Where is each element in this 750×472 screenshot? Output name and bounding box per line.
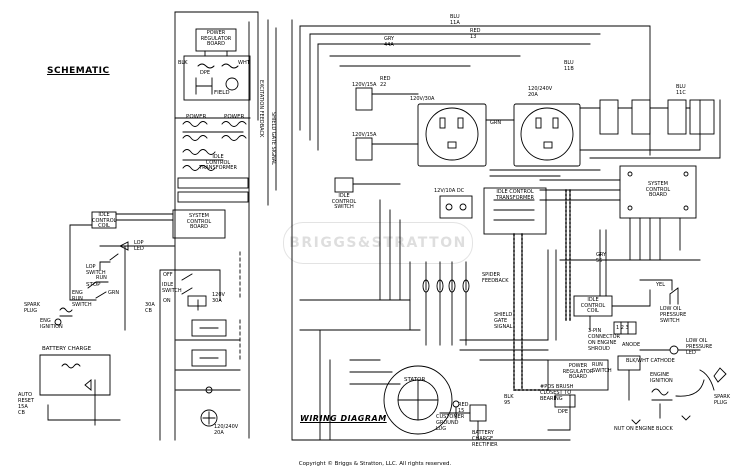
wiring-idle-control-transformer <box>483 187 547 235</box>
watermark: BRIGGS&STRATTON <box>283 222 473 264</box>
schematic-label-blk: BLK <box>178 60 188 66</box>
wiring-label-spark-plug: SPARK PLUG <box>714 394 731 406</box>
schematic-label-excitation-feedback: EXCITATION FEEDBACK <box>258 80 264 138</box>
schematic-label-shield-gate-signal: SHIELD GATE SIGNAL <box>270 112 276 165</box>
wiring-label-gry-55: GRY 55 <box>596 252 607 264</box>
schematic-label-system-control-board: SYSTEM CONTROL BOARD <box>186 213 212 230</box>
wiring-low-oil-led <box>669 345 679 355</box>
schematic-label-power-2: POWER <box>224 114 245 120</box>
schematic-label-grn: GRN <box>108 290 120 296</box>
schematic-label-120-240v-20a: 120/240V 20A <box>214 424 239 436</box>
schematic-label-auto-reset-cb: AUTO RESET 15A CB <box>18 392 35 416</box>
wiring-label-grn: GRN <box>490 120 502 126</box>
wiring-label-spider-feedback: SPIDER FEEDBACK <box>482 272 509 284</box>
schematic-label-idle-control-coil: IDLE CONTROL COIL <box>92 212 117 229</box>
wiring-label-run-switch: RUN SWITCH <box>592 362 612 374</box>
wiring-label-red-13: RED 13 <box>470 28 481 40</box>
schematic-label-eng-run-switch: ENG RUN SWITCH <box>72 290 92 308</box>
wiring-idle-control-switch <box>334 177 354 193</box>
wiring-label-battery-charge-rectifier: BATTERY CHARGE RECTIFIER <box>472 430 498 448</box>
schematic-20a-outlet <box>200 409 218 427</box>
schematic-label-30a-cb: 30A CB <box>145 302 155 314</box>
schematic-title: SCHEMATIC <box>47 66 110 76</box>
schematic-label-idle-switch: IDLE SWITCH <box>162 282 182 294</box>
wiring-label-red-22: RED 22 <box>380 76 391 88</box>
wiring-label-idle-control-coil: IDLE CONTROL COIL <box>580 297 606 314</box>
wiring-label-shield-gate-signal: SHIELD GATE SIGNAL <box>494 312 513 330</box>
schematic-power-regulator-board <box>195 28 237 52</box>
schematic-field-coil <box>225 77 239 91</box>
wiring-stator <box>383 365 453 435</box>
wiring-label-gry-44a: GRY 44A <box>384 36 395 48</box>
wiring-label-3-pin-connector: 3-PIN CONNECTOR ON ENGINE SHROUD <box>588 328 621 352</box>
schematic-label-lop-led: LOP LED <box>134 240 144 252</box>
wiring-label-engine-ignition: ENGINE IGNITION <box>650 372 673 384</box>
schematic-label-spark-plug: SPARK PLUG <box>24 302 41 314</box>
wiring-label-system-control-board: SYSTEM CONTROL BOARD <box>645 181 671 198</box>
schematic-label-idle-control-transformer: IDLE CONTROL TRANSFORMER <box>199 154 237 171</box>
wiring-label-blk-wht-cathode: BLK/WHT CATHODE <box>626 358 675 364</box>
wiring-label-nut-on-engine-block: NUT ON ENGINE BLOCK <box>614 426 673 432</box>
wiring-label-dpe: DPE <box>558 409 569 415</box>
copyright-text: Copyright © Briggs & Stratton, LLC. All … <box>298 461 452 467</box>
schematic-label-dpe: DPE <box>200 70 211 76</box>
schematic-label-field: FIELD <box>214 90 230 96</box>
wiring-120-240v-20a-outlet <box>513 103 581 167</box>
wiring-label-idle-control-transformer: IDLE CONTROL TRANSFORMER <box>496 189 534 201</box>
schematic-label-battery-charge: BATTERY CHARGE <box>42 346 92 352</box>
wiring-label-12v-10a-dc: 12V/10A DC <box>434 188 465 194</box>
wiring-label-120v-15a-2: 120V/15A <box>352 132 377 138</box>
wiring-label-blu-11c: BLU 11C <box>676 84 686 96</box>
schematic-label-eng-ignition: ENG IGNITION <box>40 318 63 330</box>
wiring-battery-charge-rectifier <box>469 404 487 422</box>
schematic-label-run: RUN <box>96 275 107 281</box>
wiring-label-red-15: RED 15 <box>458 402 469 414</box>
wiring-label-blu-11a: BLU 11A <box>450 14 460 26</box>
wiring-label-pos-brush: #POS BRUSH CLOSEST TO BEARING <box>540 384 574 402</box>
schematic-label-off: OFF <box>163 272 173 278</box>
wiring-section <box>291 19 727 441</box>
wiring-power-regulator-board <box>547 359 609 391</box>
schematic-label-wht: WHT <box>238 60 250 66</box>
schematic-label-power-1: POWER <box>186 114 207 120</box>
wiring-system-control-board <box>619 165 697 219</box>
schematic-label-lop-switch: LOP SWITCH <box>86 264 106 276</box>
wiring-label-low-oil-pressure-switch: LOW OIL PRESSURE SWITCH <box>660 306 687 324</box>
wiring-diagram-title: WIRING DIAGRAM <box>300 414 387 423</box>
wiring-label-yel: YEL <box>656 282 665 288</box>
wiring-label-120v-30a: 120V/30A <box>410 96 435 102</box>
wiring-label-low-oil-pressure-led: LOW OIL PRESSURE LED <box>686 338 713 356</box>
wiring-label-blk-95: BLK 95 <box>504 394 514 406</box>
schematic-label-on: ON <box>163 298 171 304</box>
wiring-120v-30a-outlet <box>417 103 487 167</box>
wiring-label-idle-control-switch: IDLE CONTROL SWITCH <box>331 193 357 210</box>
wiring-label-power-regulator-board: POWER REGULATOR BOARD <box>562 363 594 380</box>
wiring-label-120-240v-20a: 120/240V 20A <box>528 86 553 98</box>
wiring-label-blu-11b: BLU 11B <box>564 60 574 72</box>
schematic-section <box>39 11 277 441</box>
wiring-label-customer-ground-lug: CUSTOMER GROUND LUG <box>436 414 465 432</box>
schematic-label-120v-30a: 120V 30A <box>212 292 225 304</box>
wiring-label-stator: STATOR <box>404 377 426 383</box>
wiring-label-120v-15a: 120V/15A <box>352 82 377 88</box>
schematic-system-control-board <box>172 209 226 239</box>
schematic-label-stop: STOP <box>86 282 101 288</box>
schematic-label-power-regulator-board: POWER REGULATOR BOARD <box>200 30 232 47</box>
wiring-label-pin-numbers: 1 2 3 <box>616 325 629 331</box>
wiring-label-anode: ANODE <box>622 342 641 348</box>
